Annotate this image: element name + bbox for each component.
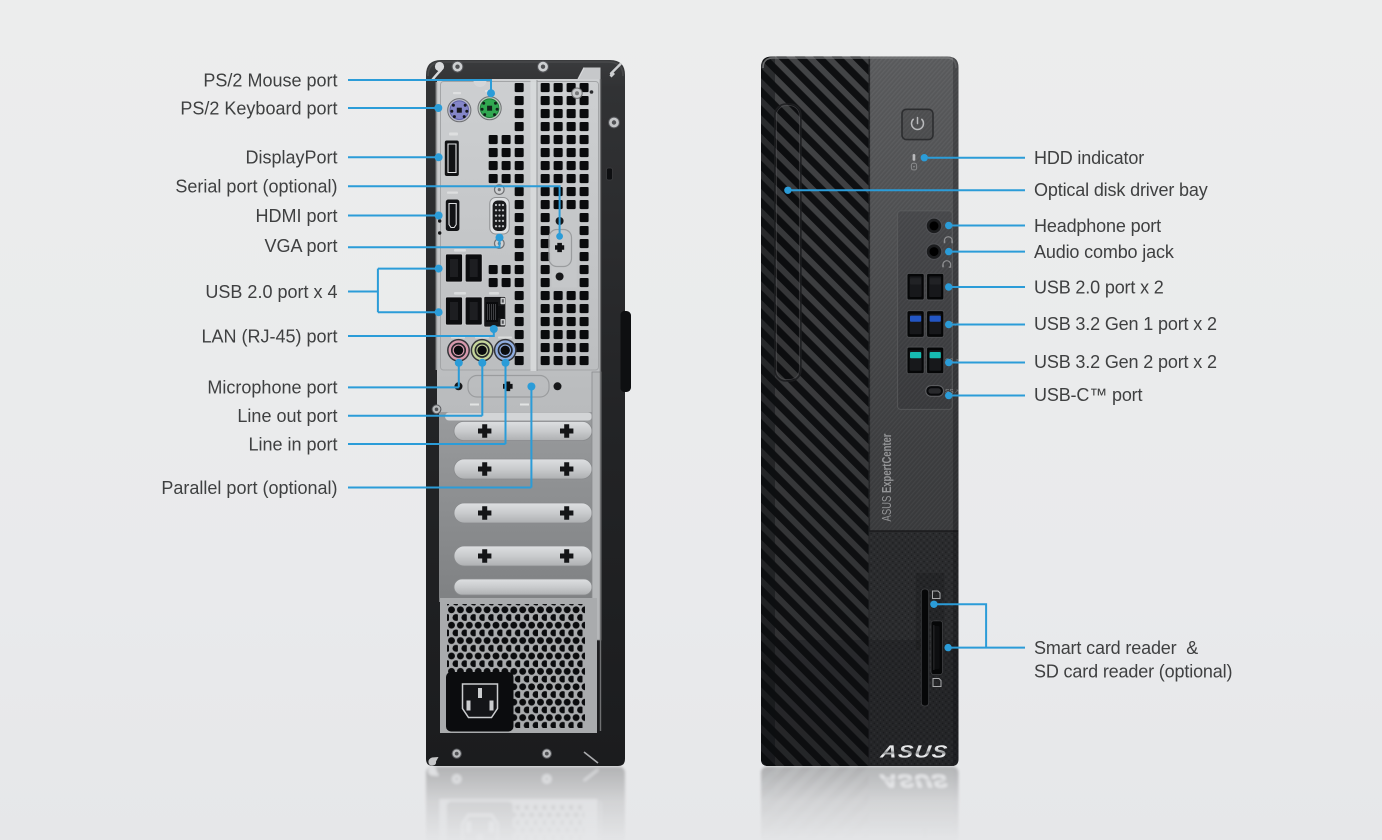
svg-text:USB 3.2 Gen 2 port x 2: USB 3.2 Gen 2 port x 2 [1034,352,1217,372]
svg-text:USB 3.2 Gen 1 port x 2: USB 3.2 Gen 1 port x 2 [1034,314,1217,334]
svg-text:PS/2 Keyboard port: PS/2 Keyboard port [180,98,337,118]
svg-text:SS↗: SS↗ [945,389,959,396]
svg-text:LAN (RJ-45) port: LAN (RJ-45) port [201,326,337,346]
svg-text:Parallel port (optional): Parallel port (optional) [161,478,337,498]
svg-text:Line in port: Line in port [248,434,337,454]
svg-text:Headphone port: Headphone port [1034,216,1161,236]
svg-text:DisplayPort: DisplayPort [245,148,337,168]
svg-text:VGA port: VGA port [264,236,337,256]
svg-text:Smart card reader &: Smart card reader & [1034,638,1198,658]
svg-text:ASUS ExpertCenter: ASUS ExpertCenter [879,434,894,522]
svg-text:Microphone port: Microphone port [207,378,337,398]
svg-text:HDD indicator: HDD indicator [1034,148,1144,168]
svg-text:Optical disk driver bay: Optical disk driver bay [1034,180,1208,200]
svg-text:ASUS: ASUS [878,743,949,762]
svg-text:SD card reader (optional): SD card reader (optional) [1034,662,1232,682]
svg-text:USB-C™ port: USB-C™ port [1034,385,1143,405]
svg-text:USB 2.0 port x 4: USB 2.0 port x 4 [205,282,337,302]
svg-text:PS/2 Mouse port: PS/2 Mouse port [203,70,337,90]
svg-text:Audio combo jack: Audio combo jack [1034,242,1175,262]
svg-text:USB 2.0 port x 2: USB 2.0 port x 2 [1034,277,1164,297]
svg-text:Line out port: Line out port [237,406,337,426]
svg-text:HDMI port: HDMI port [255,206,337,226]
svg-text:Serial port (optional): Serial port (optional) [175,177,337,197]
